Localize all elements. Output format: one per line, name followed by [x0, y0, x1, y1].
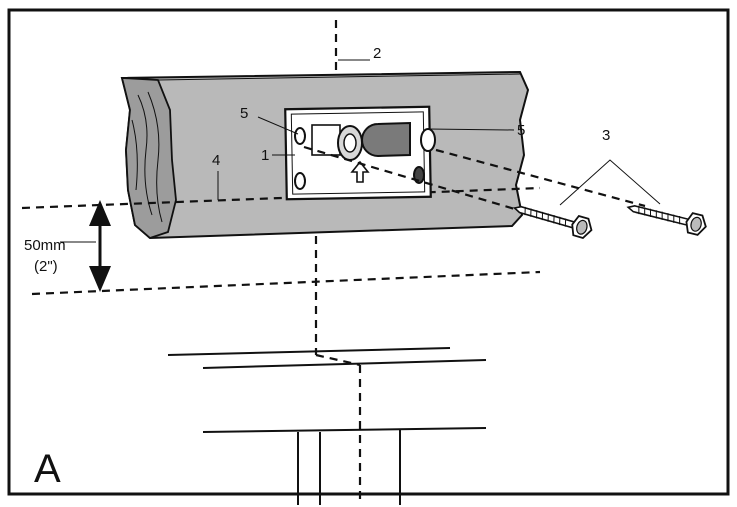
callout-5-left: 5	[240, 105, 248, 122]
callout-5-right: 5	[517, 122, 525, 139]
panel-letter: A	[34, 447, 61, 491]
callout-1: 1	[261, 147, 269, 164]
diagram-frame	[7, 8, 730, 496]
dimension-arrow	[60, 200, 111, 292]
screw-right	[626, 205, 707, 236]
lower-level-line	[31, 270, 541, 296]
screw-path-1	[303, 145, 526, 214]
mounting-bracket	[284, 105, 436, 201]
up-arrow-icon	[350, 160, 370, 183]
screw-left	[512, 205, 593, 239]
level-line	[21, 186, 541, 210]
bracket-hole-lower-left	[294, 172, 306, 190]
callout-2: 2	[373, 45, 381, 62]
dimension-imperial: (2")	[34, 258, 58, 275]
center-line-offset	[315, 353, 361, 367]
callout-3: 3	[602, 127, 610, 144]
bracket-slot	[361, 121, 411, 158]
bracket-hole-upper-right	[420, 128, 436, 152]
bracket-hole-upper-left	[294, 127, 306, 145]
callout-4: 4	[212, 152, 220, 169]
beam-end-grain	[120, 77, 177, 240]
dimension-metric: 50mm	[24, 237, 66, 254]
stand-post	[167, 347, 487, 505]
